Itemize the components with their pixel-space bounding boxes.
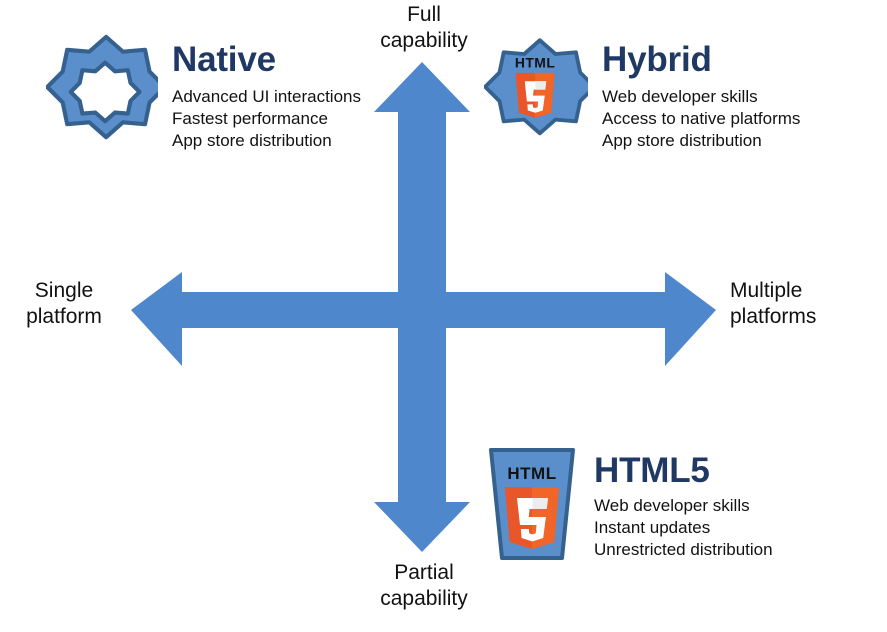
list-item: Access to native platforms [602,109,801,128]
quadrant-html5: HTML HTML5 Web developer skills Instant … [484,445,773,568]
arrow-down-icon [374,316,470,552]
hybrid-text: Hybrid Web developer skills Access to na… [602,28,800,152]
list-item: Instant updates [594,518,711,537]
html5-icon-orange-shield [505,487,559,549]
hybrid-bullet-list: Web developer skills Access to native pl… [602,86,800,152]
axis-label-left: Single platform [26,279,102,328]
arrow-right-icon [434,272,716,366]
hybrid-icon-html-label: HTML [515,54,556,70]
arrow-left-icon [131,272,410,366]
arrow-up-icon [374,62,470,300]
quadrant-hybrid: HTML Hybrid Web developer skills Access … [483,28,800,152]
list-item: App store distribution [602,131,762,150]
html5-bullet-list: Web developer skills Instant updates Unr… [594,495,773,561]
html5-text: HTML5 Web developer skills Instant updat… [594,445,773,561]
seven-point-star-icon [45,34,168,140]
quadrant-native: Native Advanced UI interactions Fastest … [45,28,361,152]
axis-label-right: Multiple platforms [730,279,817,328]
list-item: Advanced UI interactions [172,87,361,106]
hybrid-title: Hybrid [602,40,712,79]
html5-icon-wrap: HTML [484,445,580,568]
list-item: Web developer skills [594,496,750,515]
native-title: Native [172,40,276,79]
native-bullet-list: Advanced UI interactions Fastest perform… [172,86,361,152]
native-text: Native Advanced UI interactions Fastest … [172,28,361,152]
hybrid-icon-orange-shield [515,72,555,118]
list-item: Unrestricted distribution [594,540,773,559]
html5-shield-icon: HTML [489,448,575,560]
list-item: Fastest performance [172,109,328,128]
html5-title: HTML5 [594,451,710,490]
native-icon-wrap [45,28,168,145]
axis-center-junction [398,292,446,328]
axis-label-bottom: Partial capability [380,561,468,610]
axis-label-top: Full capability [380,3,468,52]
list-item: App store distribution [172,131,332,150]
list-item: Web developer skills [602,87,758,106]
star-with-html5-icon: HTML [483,38,597,136]
hybrid-icon-wrap: HTML [483,28,597,145]
html5-icon-html-label: HTML [507,464,556,483]
